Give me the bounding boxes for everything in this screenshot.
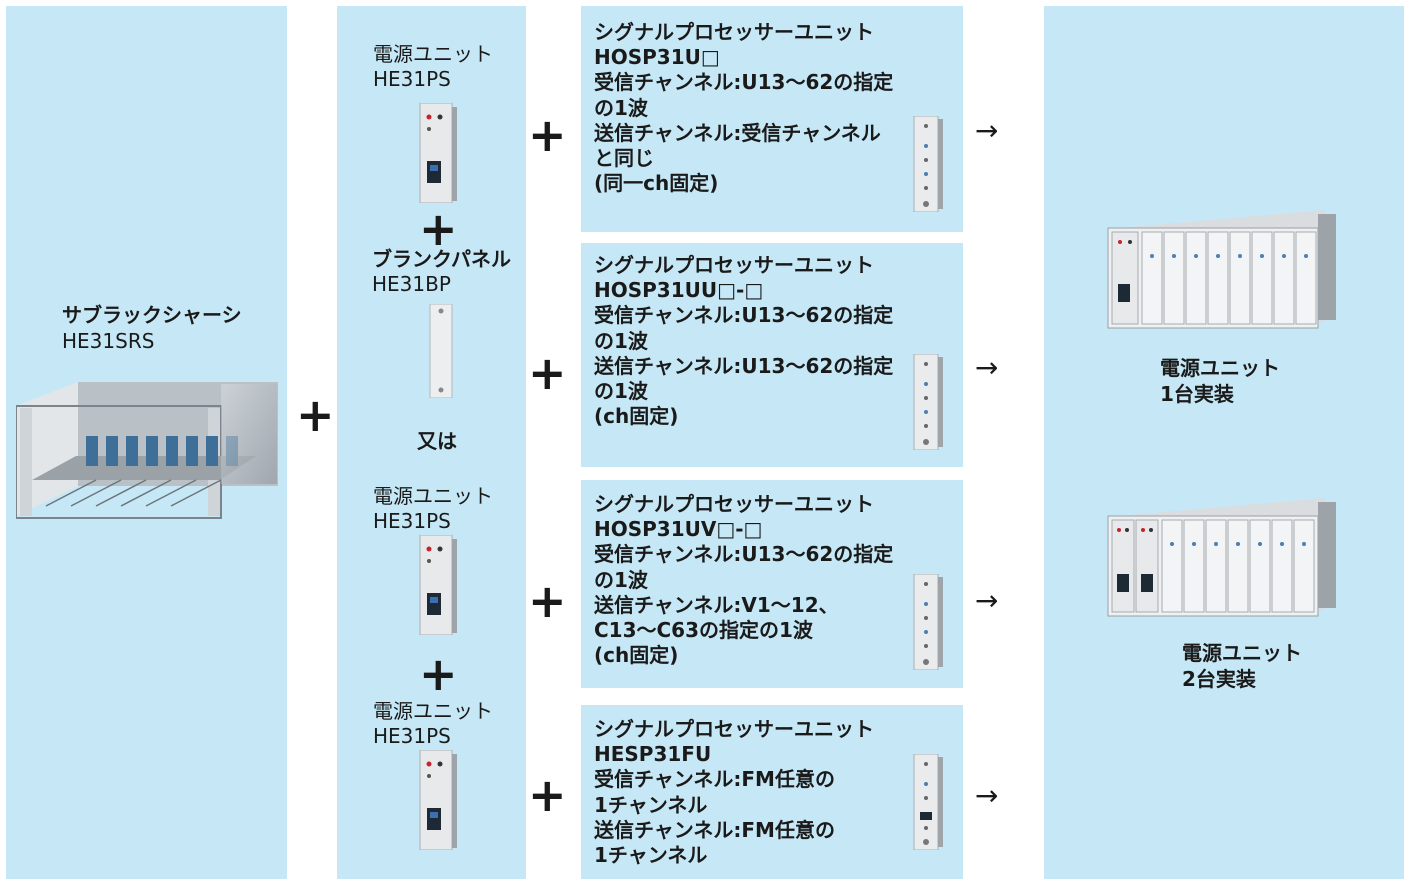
blank-panel-title: ブランクパネル [372,247,511,271]
arrow-icon: → [975,779,999,812]
arrow-icon: → [975,114,999,147]
chassis-model: HE31SRS [62,329,155,353]
result-2-line2: 2台実装 [1182,667,1256,691]
processor-line: の1波 [594,567,648,592]
processor-line: 受信チャンネル:U13～62の指定 [594,542,894,567]
processor-line: 送信チャンネル:V1～12、 [594,592,839,617]
plus-sign: + [528,346,567,400]
processor-description-2: シグナルプロセッサーユニット HOSP31UU□-□ 受信チャンネル:U13～6… [594,253,893,429]
result-1-line1: 電源ユニット [1160,356,1280,380]
processor-description-4: シグナルプロセッサーユニット HESP31FU 受信チャンネル:FM任意の 1チ… [594,717,874,868]
power-top-title: 電源ユニット [373,42,493,66]
processor-line: シグナルプロセッサーユニット [594,253,874,277]
processor-description-1: シグナルプロセッサーユニット HOSP31U□ 受信チャンネル:U13～62の指… [594,20,893,196]
assembled-rack-image [1107,210,1336,329]
plus-sign: + [419,647,458,701]
blank-panel-model: HE31BP [372,272,451,296]
processor-line: HOSP31UU□-□ [594,278,764,303]
arrow-icon: → [975,351,999,384]
processor-line: 送信チャンネル:U13～62の指定 [594,353,894,378]
processor-line: 受信チャンネル:FM任意の [594,767,835,792]
signal-processor-image [913,574,943,670]
processor-line: 受信チャンネル:U13～62の指定 [594,303,894,328]
processor-line: の1波 [594,379,648,404]
power-lower1-title: 電源ユニット [373,484,493,508]
processor-line: 受信チャンネル:U13～62の指定 [594,70,894,95]
processor-line: 送信チャンネル:FM任意の [594,817,835,842]
result-2-line1: 電源ユニット [1182,641,1302,665]
processor-panel-4 [581,705,963,879]
power-unit-image [419,103,457,203]
plus-sign: + [528,108,567,162]
processor-line: 送信チャンネル:受信チャンネル [594,120,881,145]
processor-line: HESP31FU [594,742,712,767]
or-text: 又は [417,429,457,453]
plus-sign: + [528,768,567,822]
processor-line: の1波 [594,95,648,120]
blank-panel-image [429,304,453,398]
processor-panel-2 [581,243,963,467]
processor-line: HOSP31UV□-□ [594,517,763,542]
processor-description-3: シグナルプロセッサーユニット HOSP31UV□-□ 受信チャンネル:U13～6… [594,492,893,668]
plus-sign: + [528,574,567,628]
processor-panel-3 [581,480,963,688]
power-lower1-model: HE31PS [373,509,451,533]
power-lower2-model: HE31PS [373,724,451,748]
assembled-rack-image [1107,498,1336,617]
processor-line: シグナルプロセッサーユニット [594,717,874,741]
processor-panel-1 [581,6,963,232]
processor-line: シグナルプロセッサーユニット [594,20,874,44]
result-1-line2: 1台実装 [1160,382,1234,406]
processor-line: 1チャンネル [594,792,708,817]
chassis-title: サブラックシャーシ [62,303,242,327]
plus-sign: + [296,388,335,442]
processor-line: (ch固定) [594,404,679,429]
processor-line: HOSP31U□ [594,45,720,70]
power-top-model: HE31PS [373,67,451,91]
subrack-chassis-image [16,382,278,519]
processor-line: C13～C63の指定の1波 [594,618,813,643]
processor-line: (同一ch固定) [594,171,719,196]
arrow-icon: → [975,584,999,617]
signal-processor-image [913,754,943,850]
plus-sign: + [419,202,458,256]
signal-processor-image [913,354,943,450]
processor-line: シグナルプロセッサーユニット [594,492,874,516]
result-panel [1044,6,1404,879]
power-unit-image [419,750,457,850]
signal-processor-image [913,116,943,212]
processor-line: の1波 [594,328,648,353]
processor-line: (ch固定) [594,643,679,668]
power-unit-image [419,535,457,635]
processor-line: 1チャンネル [594,843,708,868]
power-lower2-title: 電源ユニット [373,699,493,723]
processor-line: と同じ [594,146,654,171]
